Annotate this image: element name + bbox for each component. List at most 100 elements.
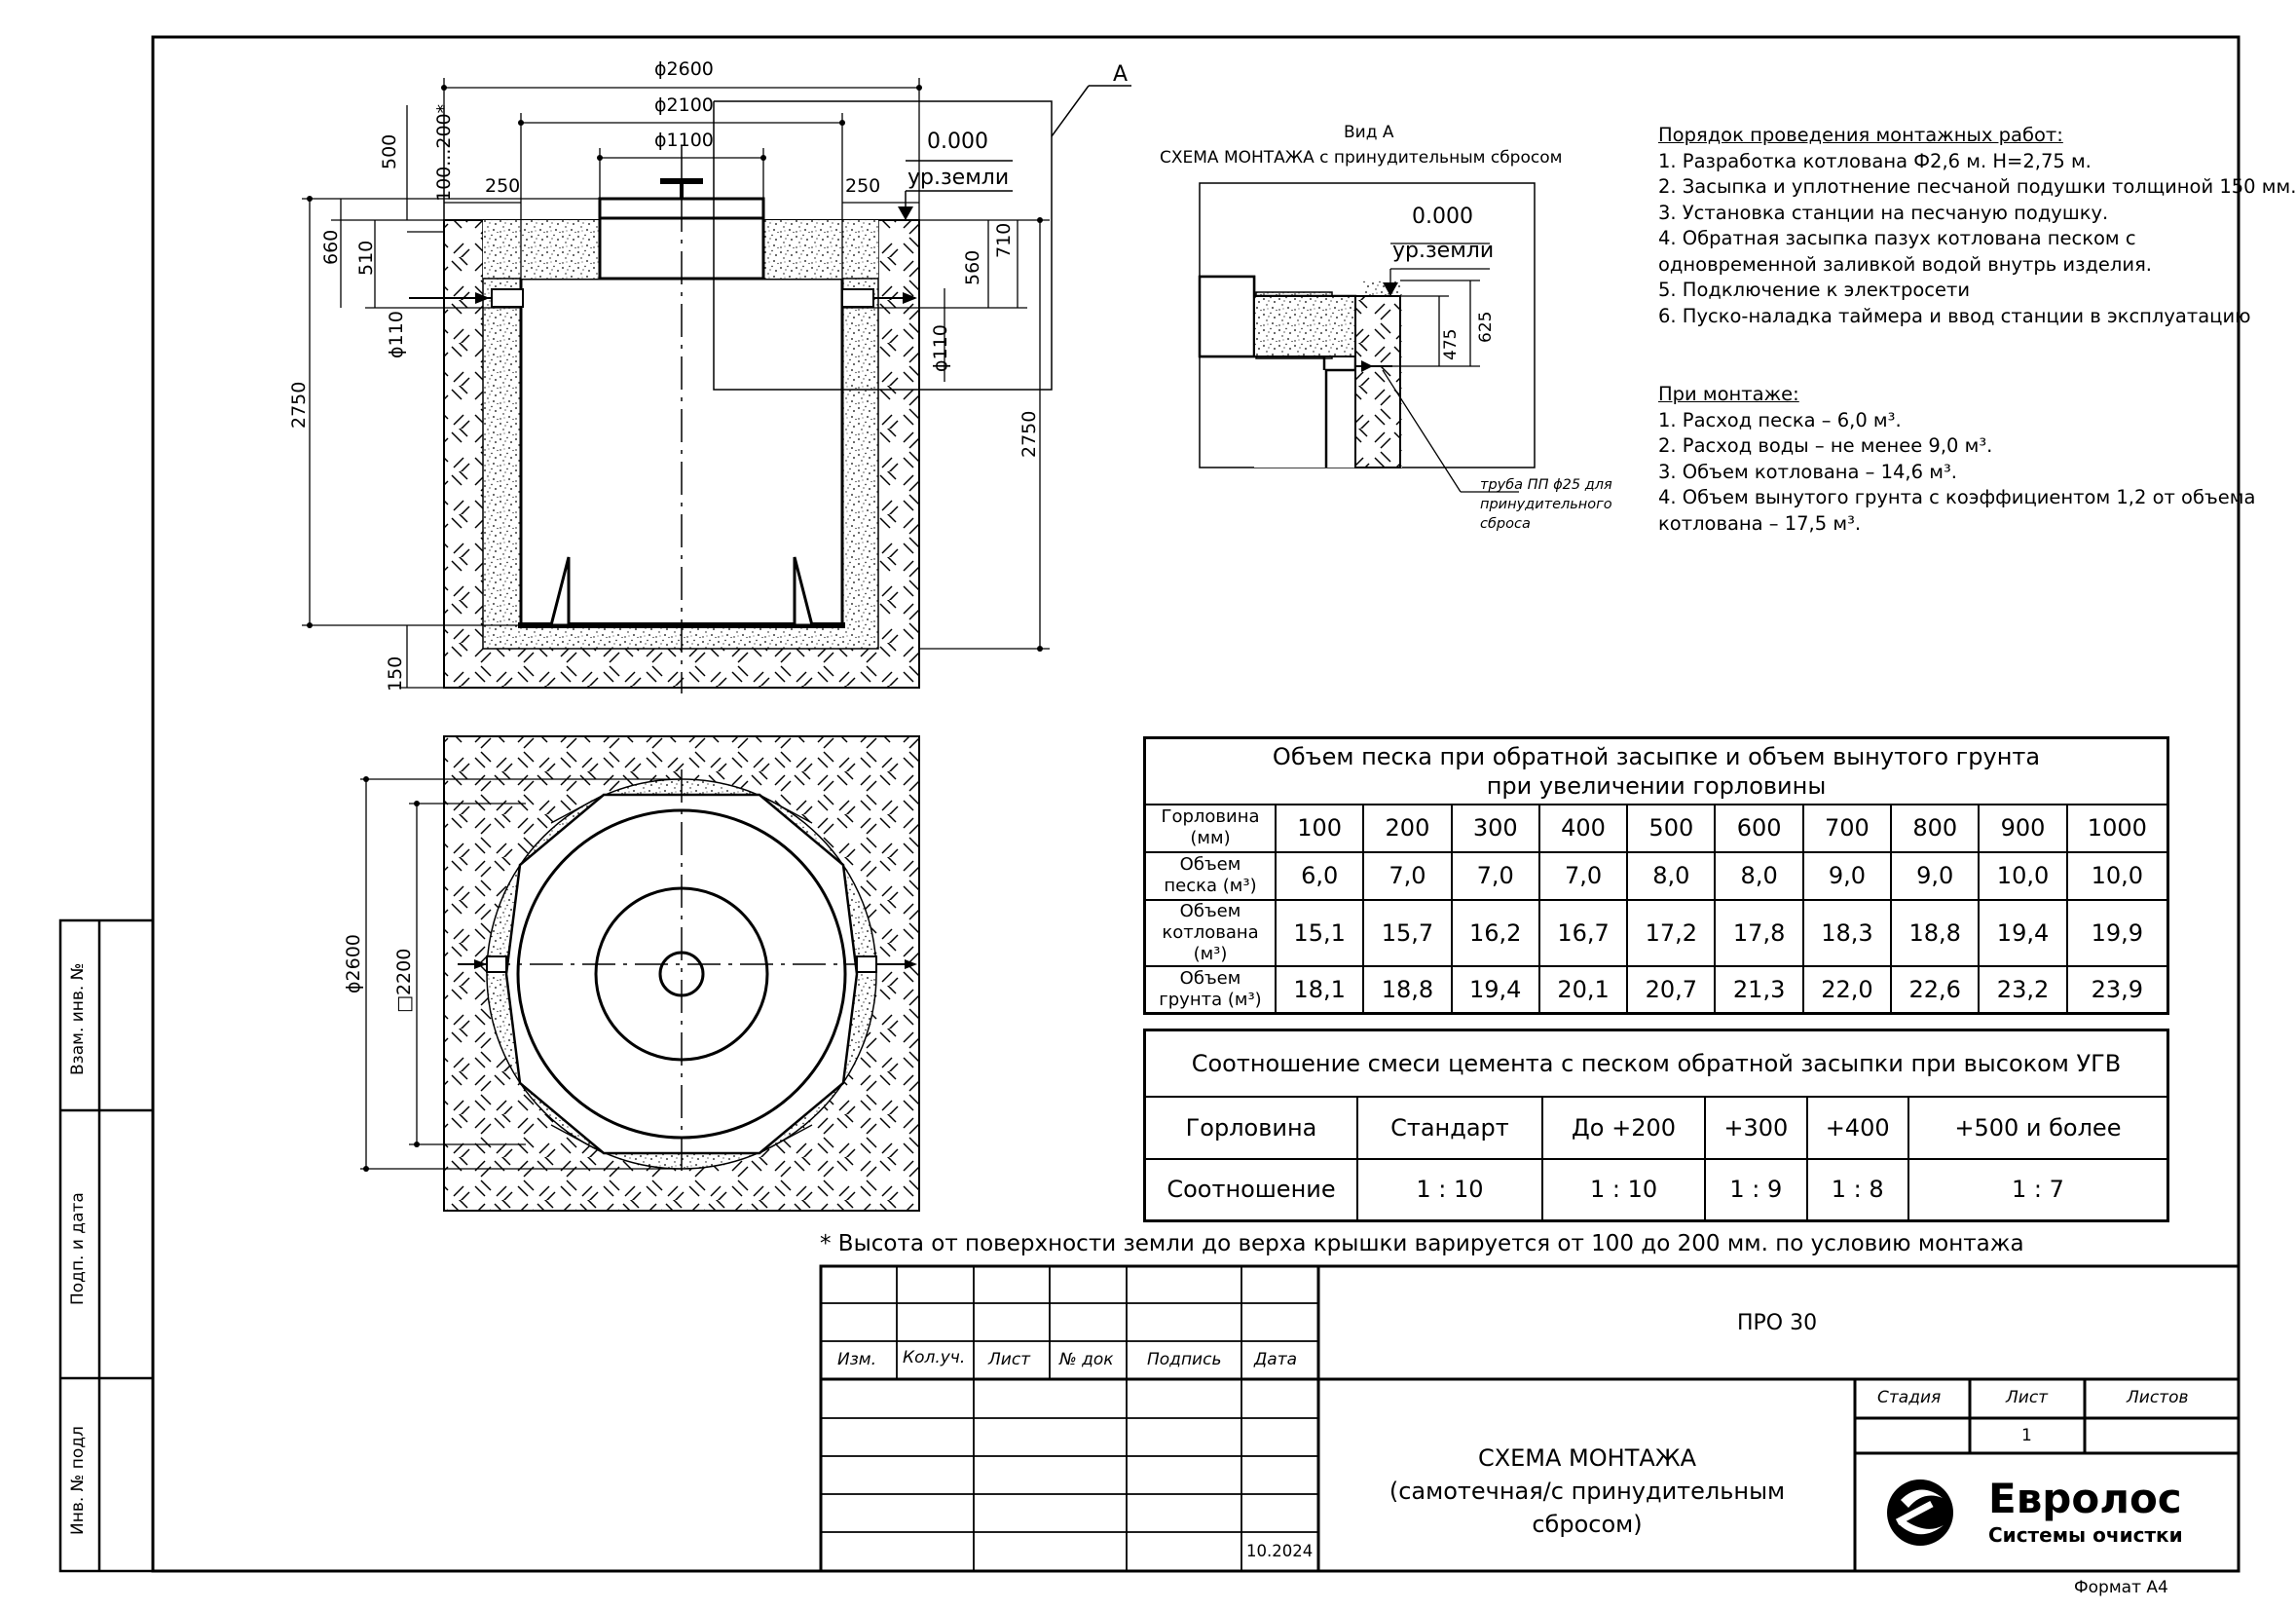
row-label-line: котлована (м³): [1162, 921, 1259, 964]
elevation-value: 0.000: [927, 130, 988, 154]
row-label-line: (мм): [1190, 828, 1231, 848]
table-cell: 100: [1274, 803, 1365, 853]
tb-col-kolvo: Кол.уч.: [903, 1348, 966, 1367]
table-row: Соотношение 1 : 10 1 : 10 1 : 9 1 : 8 1 …: [1143, 1157, 2169, 1222]
row-label: Горловина(мм): [1143, 803, 1277, 853]
dim-100-200: 100...200*: [433, 103, 455, 202]
view-a-dim-475: 475: [1441, 328, 1461, 360]
table-cell: 19,4: [1978, 898, 2068, 967]
table-cell: 17,8: [1714, 898, 1804, 967]
table-cell: 7,0: [1537, 850, 1629, 901]
table-cell: 1000: [2065, 803, 2169, 853]
table-cell: Стандарт: [1356, 1095, 1543, 1160]
pipe-note-line: сброса: [1480, 516, 1531, 532]
table-cell: 20,1: [1537, 964, 1629, 1015]
table-cell: 1 : 8: [1805, 1157, 1909, 1222]
table-cell: 17,2: [1626, 898, 1717, 967]
table-cell: 200: [1362, 803, 1453, 853]
table-cell: 15,1: [1274, 898, 1365, 967]
table-cell: +400: [1805, 1095, 1909, 1160]
table-cell: 8,0: [1626, 850, 1717, 901]
tb-col-doc: № док: [1059, 1350, 1114, 1369]
view-a-detail: [1198, 182, 1536, 493]
table-cell: 700: [1801, 803, 1893, 853]
volume-table-title-line: Объем песка при обратной засыпке и объем…: [1272, 742, 2041, 770]
footnote: * Высота от поверхности земли до верха к…: [820, 1231, 2024, 1256]
dim-250-left: 250: [485, 175, 521, 197]
install-order-title: Порядок проведения монтажных работ:: [1658, 124, 2063, 146]
note-item: 1. Расход песка – 6,0 м³.: [1658, 408, 1902, 431]
pipe-note-line: принудительного: [1480, 497, 1612, 512]
tb-col-date: Дата: [1254, 1350, 1298, 1369]
format-label: Формат А4: [2074, 1578, 2168, 1597]
dim-2750-left: 2750: [288, 381, 310, 429]
pipe-note: труба ПП ϕ25 для принудительного сброса: [1480, 475, 1612, 534]
tb-sheet: Лист: [2006, 1388, 2049, 1407]
table-cell: 6,0: [1274, 850, 1365, 901]
table-cell: 9,0: [1890, 850, 1981, 901]
dim-pipe-right: ϕ110: [930, 324, 951, 372]
note-item: 3. Объем котлована – 14,6 м³.: [1658, 460, 1957, 483]
plan-dim-d2600: ϕ2600: [343, 934, 364, 993]
table-cell: Соотношение: [1143, 1157, 1358, 1222]
cement-table: Соотношение смеси цемента с песком обрат…: [1143, 1029, 2169, 1222]
tb-col-list: Лист: [988, 1350, 1031, 1369]
note-item: котлована – 17,5 м³.: [1658, 511, 1862, 535]
tb-sheet-number: 1: [2021, 1426, 2032, 1445]
dim-2750-right: 2750: [1018, 410, 1040, 458]
stamp-inv-podl: Инв. № подл: [68, 1426, 88, 1535]
table-row: Горловина(мм) 100 200 300 400 500 600 70…: [1143, 803, 2169, 853]
tb-date-value: 10.2024: [1246, 1542, 1314, 1560]
dim-d2600: ϕ2600: [654, 58, 714, 80]
table-cell: 800: [1890, 803, 1981, 853]
tb-code: ПРО 30: [1737, 1311, 1818, 1335]
tb-col-sign: Подпись: [1147, 1350, 1222, 1369]
cement-table-title: Соотношение смеси цемента с песком обрат…: [1143, 1029, 2169, 1098]
section-view: [302, 78, 1131, 693]
table-cell: 23,9: [2065, 964, 2169, 1015]
tb-drawing-name: СХЕМА МОНТАЖА (самотечная/с принудительн…: [1344, 1442, 1831, 1541]
table-cell: 1 : 9: [1704, 1157, 1808, 1222]
view-a-marker: А: [1113, 62, 1129, 87]
logo-name: Евролос: [1988, 1475, 2182, 1522]
table-cell: 18,1: [1274, 964, 1365, 1015]
note-item: 6. Пуско-наладка таймера и ввод станции …: [1658, 304, 2251, 327]
table-cell: 600: [1714, 803, 1804, 853]
table-cell: 22,0: [1801, 964, 1893, 1015]
row-label-line: Объем: [1179, 854, 1241, 875]
table-cell: +300: [1704, 1095, 1808, 1160]
table-row: Горловина Стандарт До +200 +300 +400 +50…: [1143, 1095, 2169, 1160]
table-cell: 8,0: [1714, 850, 1804, 901]
plan-view: [360, 735, 920, 1212]
table-cell: 16,7: [1537, 898, 1629, 967]
plan-dim-square: □2200: [393, 948, 415, 1013]
row-label-line: Горловина: [1161, 806, 1260, 827]
table-cell: 9,0: [1801, 850, 1893, 901]
dim-d2100: ϕ2100: [654, 94, 714, 116]
table-cell: 15,7: [1362, 898, 1453, 967]
table-cell: До +200: [1540, 1095, 1707, 1160]
table-cell: 19,4: [1450, 964, 1540, 1015]
dim-510: 510: [355, 240, 377, 276]
dim-250-right: 250: [845, 175, 881, 197]
table-cell: +500 и более: [1907, 1095, 2169, 1160]
stamp-podp-data: Подп. и дата: [68, 1192, 88, 1305]
table-cell: 7,0: [1450, 850, 1540, 901]
note-item: одновременной заливкой водой внутрь изде…: [1658, 252, 2152, 276]
install-order-notes: Порядок проведения монтажных работ: 1. Р…: [1658, 123, 2296, 329]
table-cell: 500: [1626, 803, 1717, 853]
volume-table-title: Объем песка при обратной засыпке и объем…: [1143, 736, 2169, 805]
stamp-vzam-inv: Взам. инв. №: [68, 962, 88, 1075]
note-item: 1. Разработка котлована Ф2,6 м. Н=2,75 м…: [1658, 149, 2092, 172]
table-cell: 23,2: [1978, 964, 2068, 1015]
dim-710: 710: [993, 222, 1015, 258]
table-cell: 400: [1537, 803, 1629, 853]
note-item: 2. Расход воды – не менее 9,0 м³.: [1658, 434, 1993, 457]
dim-660: 660: [320, 229, 342, 265]
